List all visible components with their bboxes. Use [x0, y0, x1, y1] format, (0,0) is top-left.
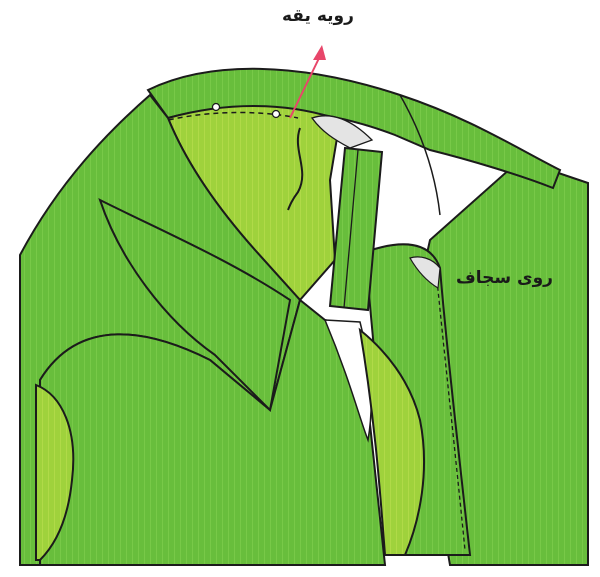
label-collar-top: رویه یقه [282, 6, 354, 26]
pin-mark-left [213, 104, 220, 111]
pin-mark-right [273, 111, 280, 118]
pointer-arrow-head [313, 45, 326, 60]
label-facing-front: روی سجاف [456, 268, 553, 288]
